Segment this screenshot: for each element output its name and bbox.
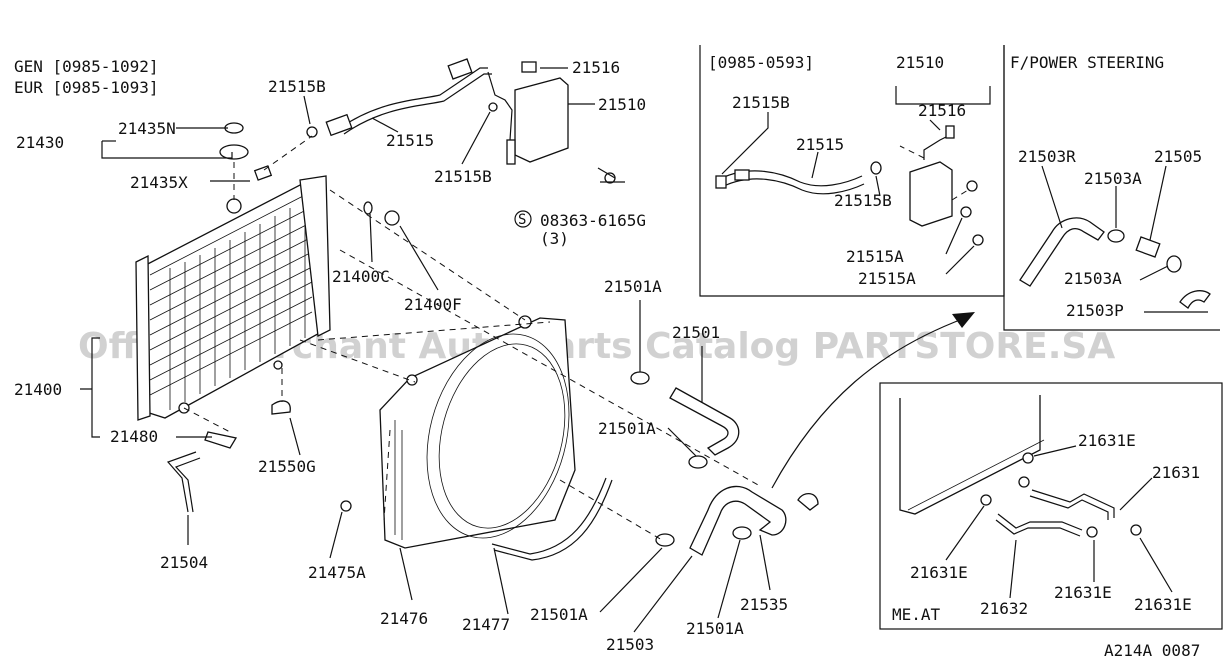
label-21400: 21400 (14, 380, 62, 399)
part-labels-main: 21430 21435N 21435X 21515B 21515 21515B … (14, 58, 788, 654)
meat-label-21631E-a: 21631E (1078, 431, 1136, 450)
ps-label-21503A-a: 21503A (1084, 169, 1142, 188)
label-21435X: 21435X (130, 173, 188, 192)
inset-reservoir-early: [0985-0593] 21515B 21515 21510 21516 215… (699, 45, 1005, 297)
label-21516: 21516 (572, 58, 620, 77)
assembly-dashed-lines (183, 135, 761, 541)
hose-21504-drawing (166, 451, 197, 513)
label-21501A-bl: 21501A (530, 605, 588, 624)
inset-label-21515A-a: 21515A (846, 247, 904, 266)
label-21503: 21503 (606, 635, 654, 654)
label-21480: 21480 (110, 427, 158, 446)
ps-label-21505: 21505 (1154, 147, 1202, 166)
inset-label-21515B: 21515B (732, 93, 790, 112)
hose-21503-drawing (689, 485, 787, 556)
inset-power-title: F/POWER STEERING (1010, 53, 1164, 72)
label-21400F: 21400F (404, 295, 462, 314)
inset-label-21515B-b: 21515B (834, 191, 892, 210)
header-gen-line: GEN [0985-1092] (14, 57, 159, 76)
ps-label-21503P: 21503P (1066, 301, 1124, 320)
drawing-code: A214A 0087 (1104, 641, 1200, 660)
header-eur-line: EUR [0985-1093] (14, 78, 159, 97)
label-21515B-b: 21515B (434, 167, 492, 186)
label-08363-qty: (3) (540, 229, 569, 248)
inset-label-21510: 21510 (896, 53, 944, 72)
leader-lines-main (80, 67, 771, 633)
label-21477: 21477 (462, 615, 510, 634)
arrow-head-icon (952, 312, 975, 328)
label-21550G: 21550G (258, 457, 316, 476)
label-21430: 21430 (16, 133, 64, 152)
label-21515: 21515 (386, 131, 434, 150)
meat-label-21632: 21632 (980, 599, 1028, 618)
inset-label-21516: 21516 (918, 101, 966, 120)
radiator-cap-drawing (219, 122, 273, 181)
fan-shroud-drawing (379, 315, 576, 549)
label-21476: 21476 (380, 609, 428, 628)
label-21400C: 21400C (332, 267, 390, 286)
inset-meat: ME.AT 21631E 21631 21631E 21632 21631E 2… (879, 382, 1223, 630)
label-21510: 21510 (598, 95, 646, 114)
svg-text:S: S (518, 212, 526, 228)
ps-label-21503R: 21503R (1018, 147, 1076, 166)
arrow-to-inset (771, 317, 966, 489)
label-21501: 21501 (672, 323, 720, 342)
label-21535: 21535 (740, 595, 788, 614)
meat-label-21631E-c: 21631E (1054, 583, 1112, 602)
label-21435N: 21435N (118, 119, 176, 138)
hose-21501-drawing (669, 387, 740, 456)
meat-label-21631E-b: 21631E (910, 563, 968, 582)
radiator-drawing (135, 175, 331, 421)
radiator-small-parts-drawing (204, 201, 400, 512)
meat-label-21631E-d: 21631E (1134, 595, 1192, 614)
label-21504: 21504 (160, 553, 208, 572)
inset-meat-title: ME.AT (892, 605, 941, 624)
label-08363-6165G: 08363-6165G (540, 211, 646, 230)
reservoir-tank-drawing (306, 58, 616, 184)
label-21501A-mid: 21501A (598, 419, 656, 438)
inset-top-period: [0985-0593] (708, 53, 814, 72)
screw-symbol-icon: S (514, 210, 532, 228)
meat-label-21631: 21631 (1152, 463, 1200, 482)
label-21475A: 21475A (308, 563, 366, 582)
ps-label-21503A-b: 21503A (1064, 269, 1122, 288)
label-21515B-a: 21515B (268, 77, 326, 96)
inset-power-steering: F/POWER STEERING 21503R 21505 21503A 215… (1003, 45, 1220, 331)
inset-label-21515A-b: 21515A (858, 269, 916, 288)
inset-label-21515: 21515 (796, 135, 844, 154)
label-21501A-br: 21501A (686, 619, 744, 638)
strap-21477-drawing (491, 477, 607, 555)
label-21501A-top: 21501A (604, 277, 662, 296)
